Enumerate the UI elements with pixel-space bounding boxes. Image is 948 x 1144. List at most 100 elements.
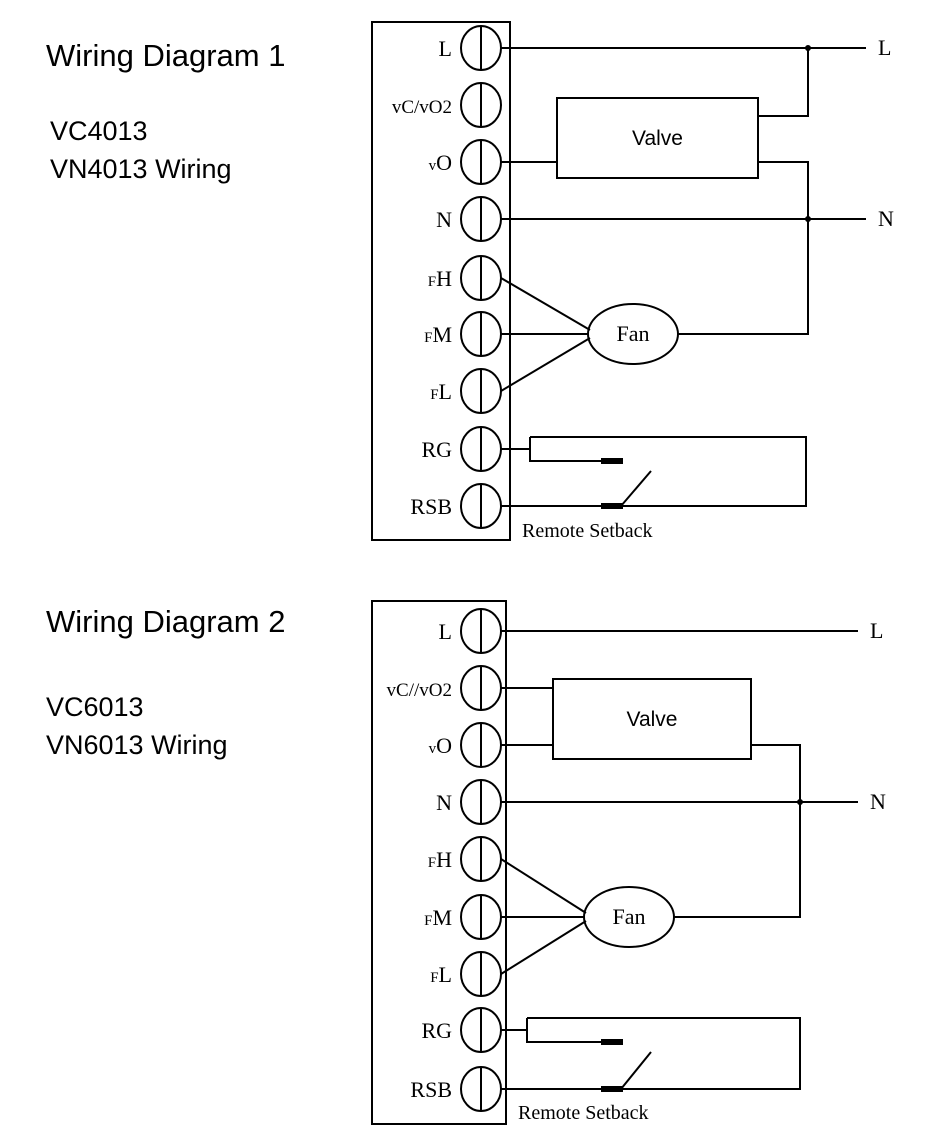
model-line: VC4013 bbox=[50, 116, 148, 146]
valve-box bbox=[552, 678, 752, 760]
terminal-fh: FH bbox=[428, 836, 502, 882]
diagram-1-title: Wiring Diagram 1 bbox=[46, 38, 286, 73]
fan-high-wire bbox=[500, 858, 587, 914]
terminal-l: L bbox=[439, 608, 502, 654]
fan-label: Fan bbox=[617, 321, 650, 346]
switch-contact bbox=[601, 1086, 623, 1092]
terminal-label: FL bbox=[430, 962, 452, 987]
terminal-l: L bbox=[439, 25, 502, 71]
terminal-label: FL bbox=[430, 379, 452, 404]
rg-wire bbox=[501, 448, 601, 462]
terminal-name: O bbox=[436, 733, 452, 758]
switch-label: Remote Setback bbox=[522, 520, 653, 542]
model-line: VN6013 Wiring bbox=[46, 730, 228, 760]
valve-label: Valve bbox=[627, 708, 678, 731]
terminal-prefix: F bbox=[424, 330, 432, 346]
rg-wire bbox=[501, 1029, 601, 1043]
terminal-fm: FM bbox=[424, 311, 502, 357]
terminal-label: FM bbox=[424, 322, 452, 347]
neutral-label: N bbox=[878, 206, 894, 231]
terminal-fm: FM bbox=[424, 894, 502, 940]
fan-to-neutral-wire bbox=[674, 802, 801, 918]
switch-contact bbox=[601, 458, 623, 464]
terminal-fh: FH bbox=[428, 255, 502, 301]
diagram-2-title: Wiring Diagram 2 bbox=[46, 604, 286, 639]
terminal-label: L bbox=[439, 36, 452, 61]
terminal-label: vO bbox=[429, 733, 452, 758]
terminal-name: RG bbox=[421, 1018, 452, 1043]
terminal-prefix: F bbox=[428, 274, 436, 290]
model-line: VC6013 bbox=[46, 692, 144, 722]
terminal-prefix: v bbox=[429, 158, 437, 174]
valve-to-neutral-wire bbox=[758, 161, 809, 219]
terminal-rsb: RSB bbox=[410, 483, 502, 529]
terminal-rg: RG bbox=[421, 1007, 502, 1053]
terminal-prefix: F bbox=[424, 913, 432, 929]
terminal-label: FH bbox=[428, 847, 452, 872]
line-label: L bbox=[878, 35, 891, 60]
setback-return-wire bbox=[527, 1017, 801, 1090]
terminal-label: RG bbox=[421, 1018, 452, 1043]
terminal-name: L bbox=[439, 379, 452, 404]
valve-label: Valve bbox=[632, 127, 683, 150]
terminal-vo: vO bbox=[429, 722, 502, 768]
terminal-name: vC//vO2 bbox=[387, 680, 452, 701]
fan-low-wire bbox=[500, 337, 591, 392]
terminal-name: L bbox=[439, 962, 452, 987]
terminal-fl: FL bbox=[430, 368, 502, 414]
terminal-name: H bbox=[436, 847, 452, 872]
terminal-name: N bbox=[436, 790, 452, 815]
terminal-label: FM bbox=[424, 905, 452, 930]
terminal-name: RSB bbox=[410, 494, 452, 519]
terminal-label: RSB bbox=[410, 494, 452, 519]
terminal-label: RSB bbox=[410, 1077, 452, 1102]
terminal-name: L bbox=[439, 36, 452, 61]
switch-contact bbox=[601, 1039, 623, 1045]
terminal-label: vC//vO2 bbox=[387, 680, 452, 701]
terminal-name: M bbox=[432, 905, 452, 930]
terminal-block bbox=[371, 21, 511, 541]
terminal-name: H bbox=[436, 266, 452, 291]
terminal-prefix: F bbox=[430, 387, 438, 403]
terminal-fl: FL bbox=[430, 951, 502, 997]
terminal-label: vC/vO2 bbox=[392, 97, 452, 118]
valve-to-neutral-wire bbox=[751, 744, 801, 802]
switch-blade bbox=[620, 1051, 652, 1090]
terminal-vcvo2: vC//vO2 bbox=[387, 665, 502, 711]
fan-low-wire bbox=[500, 920, 587, 975]
switch-label: Remote Setback bbox=[518, 1102, 649, 1124]
diagram-2-models: VC6013 VN6013 Wiring bbox=[46, 688, 228, 764]
switch-contact bbox=[601, 503, 623, 509]
fan-to-neutral-wire bbox=[678, 219, 809, 335]
terminal-rsb: RSB bbox=[410, 1066, 502, 1112]
terminal-prefix: F bbox=[430, 970, 438, 986]
neutral-label: N bbox=[870, 789, 886, 814]
switch-blade bbox=[620, 470, 652, 507]
fan-label: Fan bbox=[613, 904, 646, 929]
terminal-rg: RG bbox=[421, 426, 502, 472]
fan-high-wire bbox=[500, 277, 591, 331]
terminal-name: M bbox=[432, 322, 452, 347]
setback-return-wire bbox=[530, 436, 807, 507]
terminal-prefix: v bbox=[429, 741, 437, 757]
terminal-n: N bbox=[436, 196, 502, 242]
terminal-name: L bbox=[439, 619, 452, 644]
terminal-name: N bbox=[436, 207, 452, 232]
terminal-prefix: F bbox=[428, 855, 436, 871]
terminal-label: RG bbox=[421, 437, 452, 462]
terminal-name: O bbox=[436, 150, 452, 175]
model-line: VN4013 Wiring bbox=[50, 154, 232, 184]
terminal-label: vO bbox=[429, 150, 452, 175]
terminal-label: FH bbox=[428, 266, 452, 291]
terminal-label: N bbox=[436, 207, 452, 232]
terminal-name: RG bbox=[421, 437, 452, 462]
terminal-label: N bbox=[436, 790, 452, 815]
terminal-name: vC/vO2 bbox=[392, 97, 452, 118]
terminal-n: N bbox=[436, 779, 502, 825]
terminal-vo: vO bbox=[429, 139, 502, 185]
terminal-label: L bbox=[439, 619, 452, 644]
valve-to-line-wire bbox=[758, 48, 809, 117]
